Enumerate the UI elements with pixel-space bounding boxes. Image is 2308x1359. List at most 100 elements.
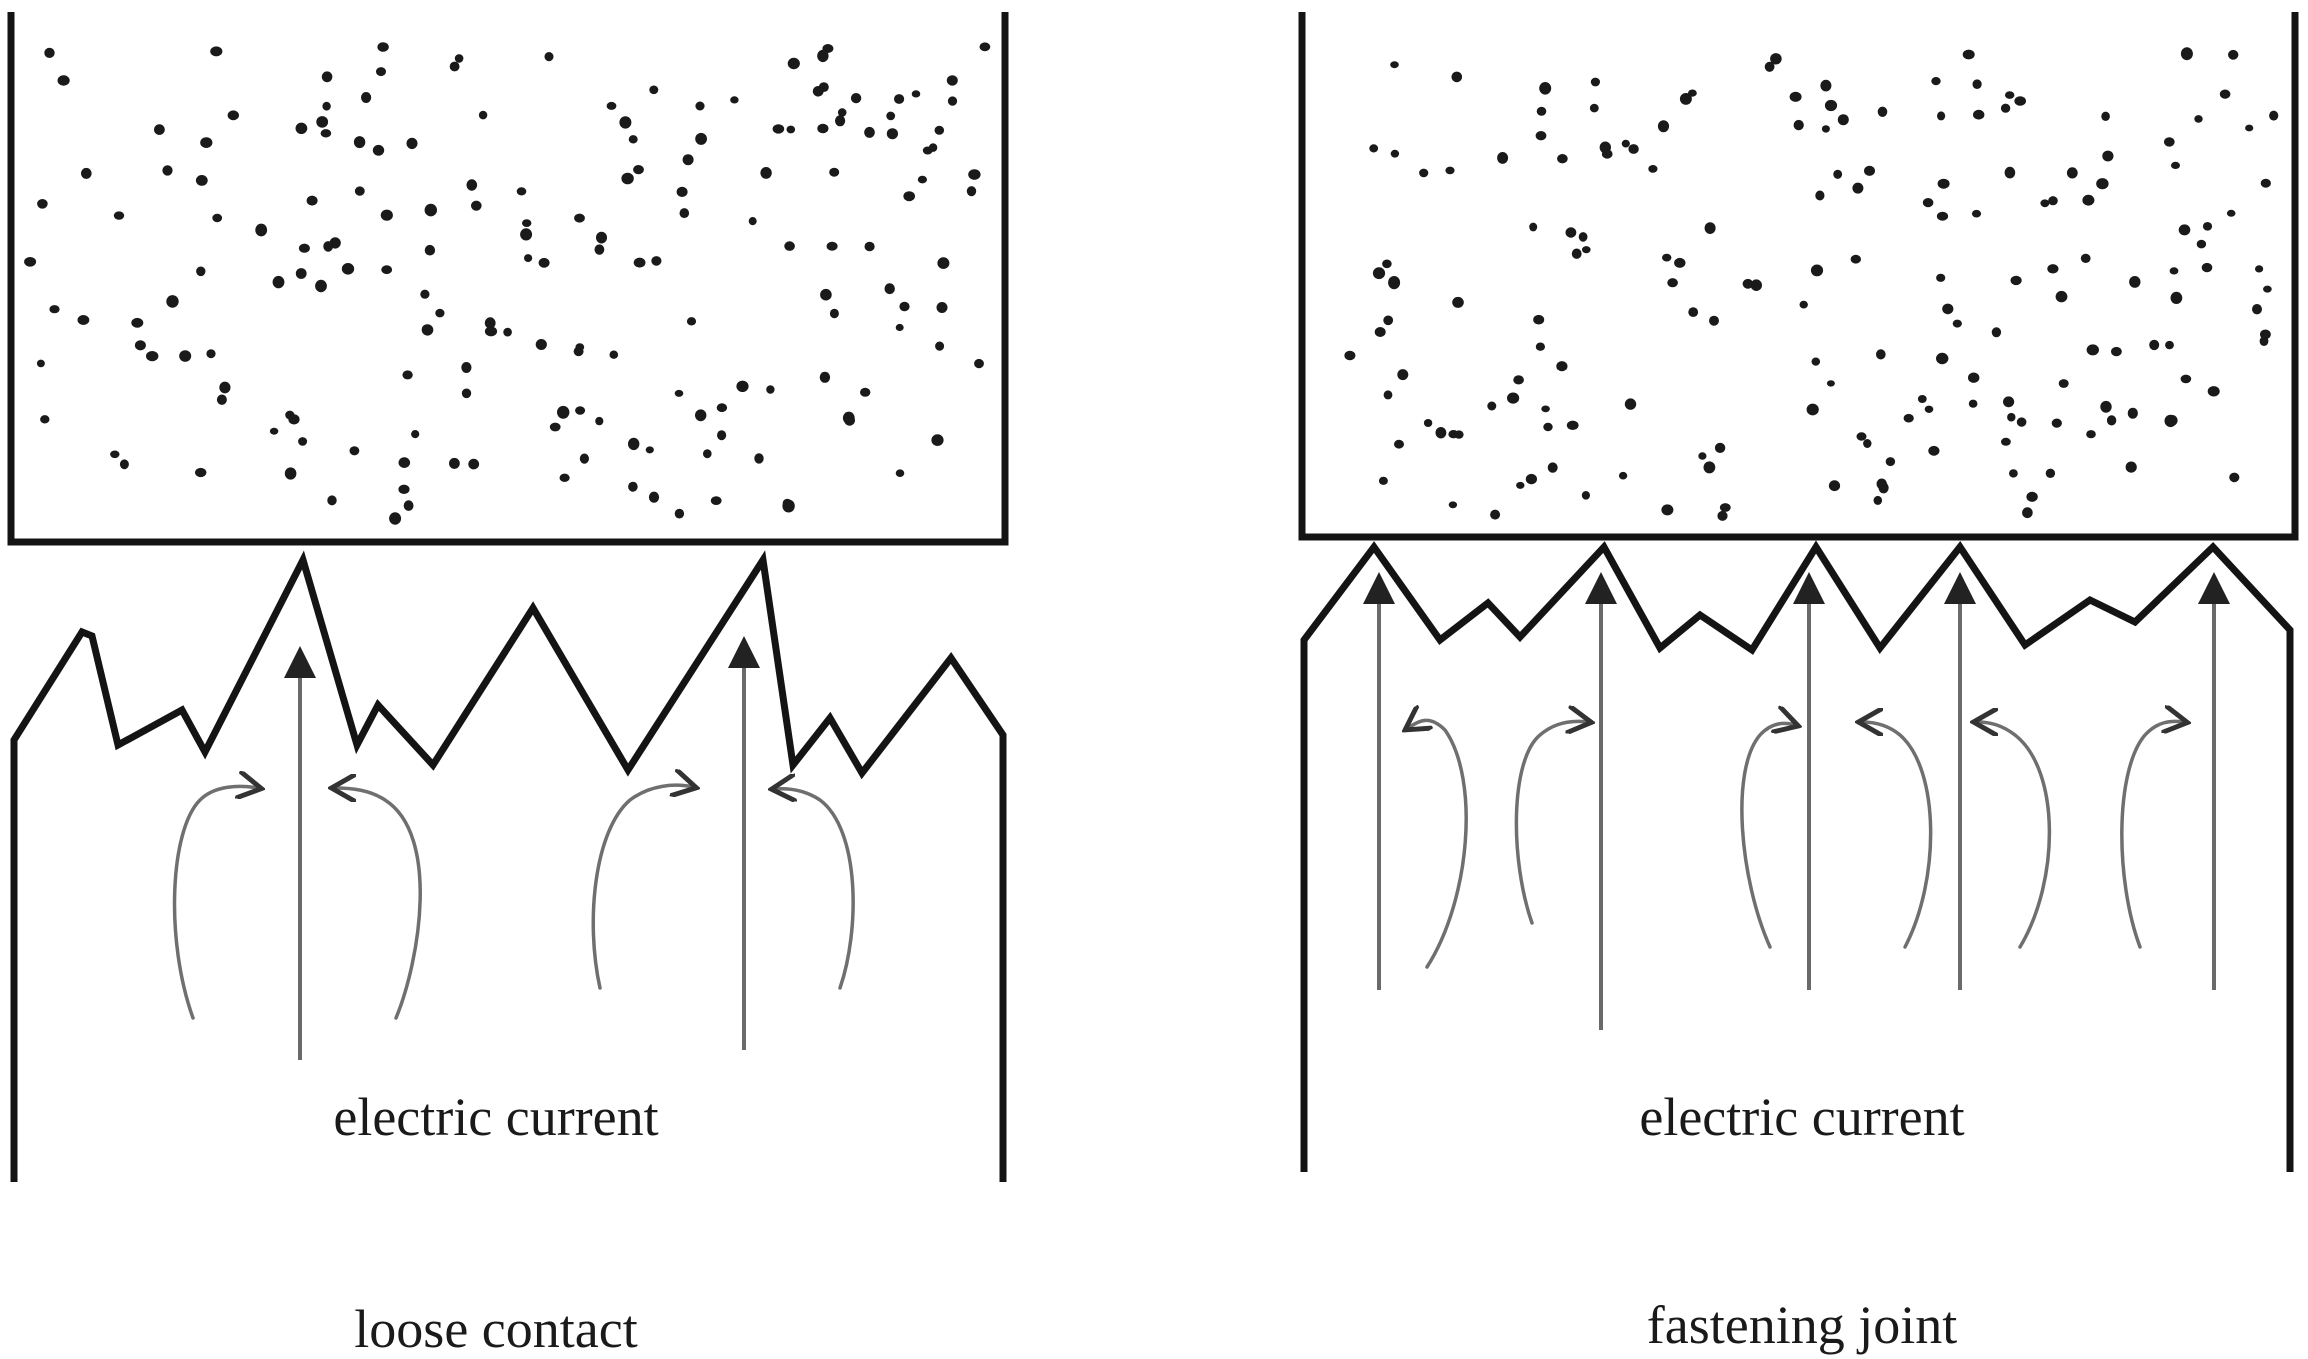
particle-dot bbox=[1624, 398, 1637, 410]
particle-dot bbox=[361, 92, 372, 103]
particle-dot bbox=[2252, 304, 2262, 315]
particle-dot bbox=[522, 219, 532, 228]
particle-dot bbox=[353, 136, 366, 149]
particle-dot bbox=[1679, 93, 1692, 105]
particle-dot bbox=[686, 317, 697, 326]
particle-dot bbox=[2022, 507, 2033, 519]
particle-dot bbox=[2007, 412, 2016, 422]
particle-dot bbox=[2255, 265, 2264, 273]
particle-dot bbox=[1924, 405, 1934, 413]
particle-dot bbox=[1793, 119, 1804, 131]
particle-dot bbox=[1536, 106, 1547, 116]
particle-dot bbox=[842, 411, 855, 425]
particle-dot bbox=[1674, 257, 1686, 268]
particle-dot bbox=[947, 96, 958, 106]
particle-dot bbox=[327, 495, 337, 506]
particle-dot bbox=[2207, 386, 2220, 397]
particle-dot bbox=[1799, 300, 1808, 309]
particle-dot bbox=[1815, 190, 1825, 201]
caption-fastening-joint: fastening joint bbox=[1646, 1295, 1958, 1355]
particle-dot bbox=[166, 295, 179, 308]
particle-dot bbox=[1661, 504, 1674, 516]
particle-dot bbox=[899, 301, 910, 312]
particle-dot bbox=[1507, 392, 1520, 404]
particle-dot bbox=[295, 268, 307, 279]
particle-field bbox=[24, 42, 991, 525]
particle-dot bbox=[974, 358, 984, 369]
curved-arrow-icon bbox=[1977, 722, 2052, 949]
particle-dot bbox=[322, 101, 331, 111]
particle-dot bbox=[886, 111, 896, 121]
particle-dot bbox=[2260, 178, 2271, 188]
panel-fastening-joint bbox=[1298, 12, 2299, 1172]
particle-dot bbox=[649, 85, 659, 95]
particle-dot bbox=[179, 350, 192, 362]
particle-dot bbox=[1556, 361, 1568, 372]
particle-dot bbox=[524, 254, 533, 263]
particle-dot bbox=[411, 430, 420, 439]
particle-dot bbox=[1837, 114, 1849, 126]
particle-dot bbox=[77, 315, 90, 325]
particle-dot bbox=[1543, 422, 1553, 432]
particle-dot bbox=[81, 167, 92, 179]
particle-dot bbox=[380, 209, 393, 221]
particle-dot bbox=[1378, 476, 1388, 485]
particle-dot bbox=[316, 116, 329, 128]
particle-dot bbox=[575, 406, 586, 415]
particle-dot bbox=[210, 46, 223, 57]
particle-dot bbox=[219, 381, 231, 394]
particle-dot bbox=[1448, 501, 1458, 509]
particle-dot bbox=[1931, 77, 1941, 86]
particle-dot bbox=[1962, 49, 1975, 60]
particle-dot bbox=[1876, 349, 1886, 360]
particle-dot bbox=[2149, 339, 2160, 351]
particle-dot bbox=[1806, 403, 1819, 416]
particle-dot bbox=[1709, 315, 1719, 326]
particle-dot bbox=[381, 265, 393, 275]
particle-dot bbox=[819, 371, 831, 383]
particle-dot bbox=[1547, 462, 1558, 473]
particle-dot bbox=[676, 186, 688, 197]
particle-dot bbox=[695, 101, 705, 111]
particle-dot bbox=[306, 195, 318, 206]
particle-dot bbox=[2229, 472, 2240, 483]
particle-dot bbox=[195, 175, 208, 186]
particle-dot bbox=[1539, 82, 1552, 95]
particle-dot bbox=[1876, 478, 1887, 490]
particle-dot bbox=[200, 137, 213, 149]
particle-dot bbox=[146, 351, 159, 362]
particle-dot bbox=[2080, 253, 2091, 263]
particle-dot bbox=[595, 416, 604, 426]
particle-dot bbox=[1601, 149, 1613, 159]
particle-dot bbox=[321, 71, 333, 83]
particle-dot bbox=[829, 167, 840, 177]
particle-dot bbox=[1968, 399, 1978, 408]
particle-dot bbox=[826, 241, 838, 251]
particle-dot bbox=[1372, 267, 1386, 280]
particle-dot bbox=[298, 243, 310, 253]
particle-dot bbox=[736, 380, 749, 392]
particle-dot bbox=[468, 458, 480, 470]
particle-dot bbox=[2102, 150, 2114, 162]
particle-dot bbox=[1571, 248, 1582, 259]
particle-dot bbox=[1850, 254, 1862, 264]
particle-dot bbox=[579, 453, 590, 464]
particle-dot bbox=[979, 42, 991, 52]
particle-dot bbox=[2263, 285, 2272, 293]
particle-dot bbox=[1828, 480, 1841, 492]
particle-dot bbox=[1533, 314, 1545, 325]
particle-dot bbox=[784, 241, 795, 251]
particle-dot bbox=[2026, 491, 2038, 502]
particle-dot bbox=[1928, 445, 1940, 456]
particle-dot bbox=[2016, 417, 2027, 427]
particle-dot bbox=[574, 213, 585, 223]
particle-dot bbox=[2040, 199, 2050, 208]
panel-loose-contact bbox=[7, 12, 1009, 1182]
particle-dot bbox=[196, 266, 206, 277]
particle-dot bbox=[1382, 259, 1392, 269]
particle-dot bbox=[1419, 168, 1429, 178]
particle-dot bbox=[903, 191, 915, 202]
particle-dot bbox=[1717, 510, 1728, 521]
particle-dot bbox=[1789, 91, 1802, 102]
particle-dot bbox=[2170, 291, 2183, 304]
